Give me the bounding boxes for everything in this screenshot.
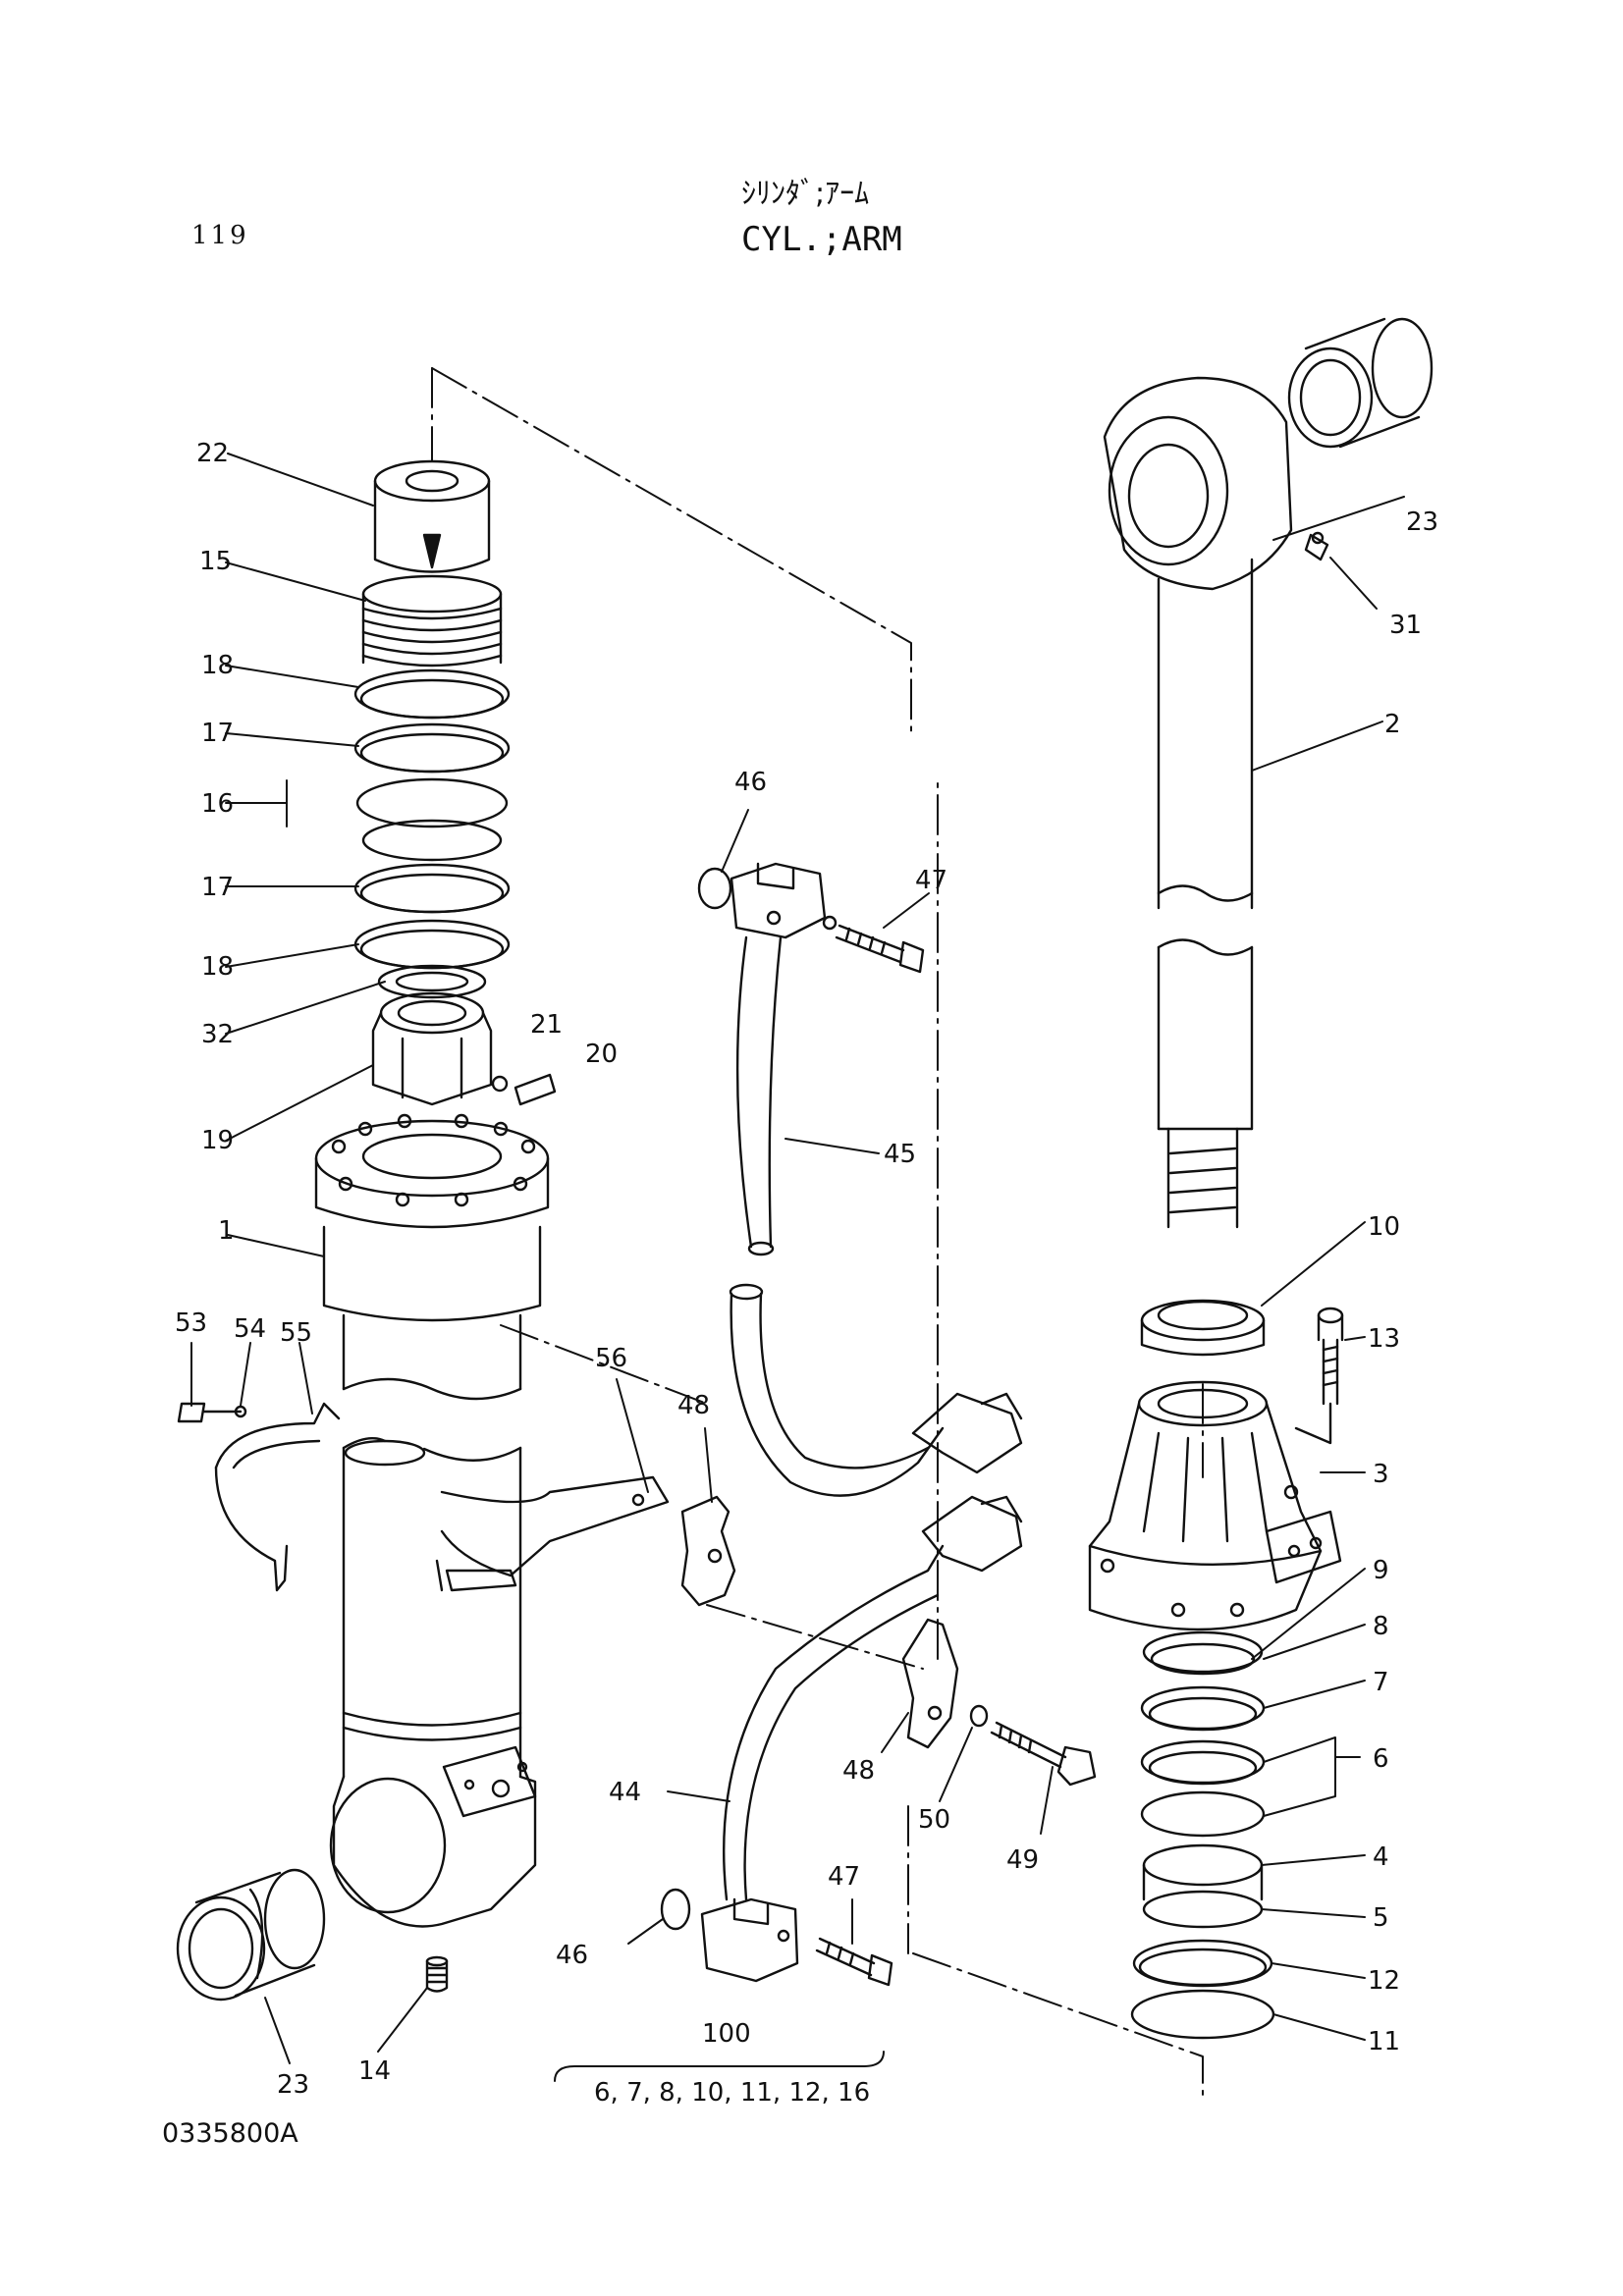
callout-18: 18 [201,952,234,982]
page-number: 119 [191,221,249,250]
callout-54: 54 [234,1314,266,1344]
callout-8: 8 [1373,1612,1389,1641]
cushion-nut-19 [371,991,557,1106]
callout-47: 47 [915,866,947,895]
rod-head-assembly [1088,1299,1342,1631]
callout-48: 48 [842,1756,875,1786]
callout-3: 3 [1373,1460,1389,1489]
callout-55: 55 [280,1318,312,1348]
socket-bolt-47-lower [815,1937,893,1987]
callout-10: 10 [1368,1212,1400,1242]
callout-50: 50 [918,1805,950,1835]
callout-13: 13 [1368,1324,1400,1354]
callout-6: 6 [1373,1744,1389,1774]
callout-19: 19 [201,1126,234,1155]
callout-49: 49 [1006,1845,1039,1875]
pipe-44 [700,1495,1023,1983]
rod-eye-end [1103,376,1293,1229]
grease-fitting-31 [1304,531,1329,561]
callout-1: 1 [218,1216,235,1246]
callout-18: 18 [201,651,234,680]
seal-rings-stack [353,668,511,999]
title-japanese: ｼﾘﾝﾀﾞ;ｱｰﾑ [741,177,870,211]
callout-16: 16 [201,789,234,819]
callout-2: 2 [1384,710,1401,739]
bushing-23-left [176,1868,326,2002]
kit-contents: 6, 7, 8, 10, 11, 12, 16 [594,2078,870,2108]
callout-20: 20 [585,1040,618,1069]
callout-21: 21 [530,1010,563,1040]
callout-23: 23 [277,2070,309,2100]
callout-labels: 22 15 18 17 16 17 18 32 21 20 19 1 53 54… [175,439,1438,2108]
cylinder-tube-1 [329,1437,537,1928]
callout-15: 15 [199,547,232,576]
callout-32: 32 [201,1020,234,1049]
leader-lines [190,453,1405,2082]
clamp-band-55 [177,1402,341,1592]
callout-53: 53 [175,1308,207,1338]
pipe-bracket-56 [435,1475,670,1592]
callout-22: 22 [196,439,229,468]
callout-47: 47 [828,1862,860,1892]
piston-15 [361,574,503,667]
callout-44: 44 [609,1778,641,1807]
assembly-lines [431,367,1204,2102]
clamp-half-48-upper [680,1495,736,1607]
callout-31: 31 [1389,611,1422,640]
callout-46: 46 [734,768,767,797]
oring-46-lower [660,1888,691,1931]
oring-46-upper [697,867,732,910]
callout-23: 23 [1406,507,1438,537]
callout-7: 7 [1373,1668,1389,1697]
socket-bolt-47-upper [822,915,925,974]
callout-48: 48 [677,1391,710,1420]
callout-5: 5 [1373,1903,1389,1933]
callout-14: 14 [358,2056,391,2086]
callout-12: 12 [1368,1966,1400,1996]
cylinder-head-flange [314,1113,550,1401]
callout-100: 100 [702,2019,751,2049]
callout-45: 45 [884,1140,916,1169]
callout-56: 56 [595,1344,627,1373]
piston-nut-22 [373,459,491,573]
grease-fitting-14 [425,1955,449,1993]
drawing-number: 0335800A [162,2118,298,2149]
callout-4: 4 [1373,1842,1389,1872]
rod-seal-stack [1130,1630,1275,2040]
callout-17: 17 [201,873,234,902]
callout-46: 46 [556,1941,588,1970]
socket-bolt-13 [1294,1307,1344,1445]
title-english: CYL.;ARM [741,220,902,259]
bushing-23-right [1287,317,1434,449]
callout-11: 11 [1368,2027,1400,2056]
washer-50-bolt-49 [969,1704,1097,1787]
callout-17: 17 [201,719,234,748]
callout-9: 9 [1373,1556,1389,1585]
pipe-45 [729,862,1023,1497]
clamp-half-48-lower [901,1618,959,1749]
